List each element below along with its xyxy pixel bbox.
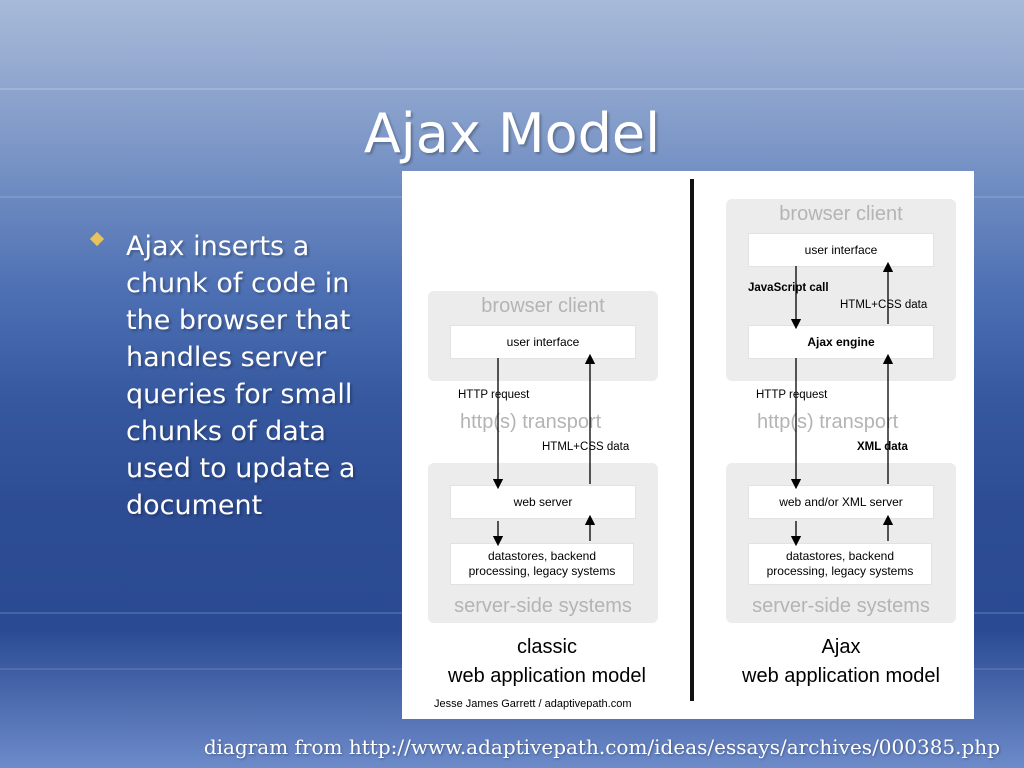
ajax-xml-data-label: XML data — [857, 441, 908, 453]
diagram-arrows — [492, 261, 894, 547]
classic-caption: classic web application model — [422, 633, 672, 691]
bullet-list: Ajax inserts a chunk of code in the brow… — [89, 228, 392, 524]
ajax-web-server-box: web and/or XML server — [748, 485, 934, 519]
ajax-user-interface-box: user interface — [748, 233, 934, 267]
ajax-caption-line2: web application model — [742, 665, 940, 687]
classic-user-interface-box: user interface — [450, 325, 636, 359]
ajax-browser-client-label: browser client — [779, 203, 903, 225]
ajax-caption-line1: Ajax — [821, 636, 861, 658]
classic-server-side-label: server-side systems — [454, 595, 632, 617]
slide-title: Ajax Model — [363, 102, 661, 165]
ajax-transport-label: http(s) transport — [757, 411, 899, 433]
classic-caption-line2: web application model — [448, 665, 646, 687]
ajax-caption: Ajax web application model — [716, 633, 966, 691]
classic-http-request-label: HTTP request — [458, 389, 530, 401]
bullet-item: Ajax inserts a chunk of code in the brow… — [126, 231, 356, 521]
classic-datastores-line2: processing, legacy systems — [468, 564, 616, 578]
slide-footer-source: diagram from http://www.adaptivepath.com… — [203, 735, 1000, 759]
classic-browser-client-label: browser client — [481, 295, 605, 317]
ajax-datastores-box: datastores, backend processing, legacy s… — [748, 543, 932, 585]
ajax-diagram: browser client user interface HTTP reque… — [402, 171, 974, 719]
classic-datastores-box: datastores, backend processing, legacy s… — [450, 543, 634, 585]
ajax-datastores-line2: processing, legacy systems — [766, 564, 914, 578]
ajax-html-css-label: HTML+CSS data — [840, 299, 928, 311]
classic-transport-label: http(s) transport — [460, 411, 602, 433]
classic-caption-line1: classic — [516, 636, 577, 658]
ajax-javascript-call-label: JavaScript call — [748, 282, 829, 294]
ajax-http-request-label: HTTP request — [756, 389, 828, 401]
diamond-bullet-icon — [89, 231, 105, 247]
diagram-credit: Jesse James Garrett / adaptivepath.com — [434, 698, 632, 710]
classic-html-css-label: HTML+CSS data — [542, 441, 630, 453]
classic-datastores-line1: datastores, backend — [487, 549, 597, 563]
ajax-datastores-line1: datastores, backend — [785, 549, 895, 563]
diagram-divider — [690, 179, 694, 701]
classic-web-server-box: web server — [450, 485, 636, 519]
ajax-server-side-label: server-side systems — [752, 595, 930, 617]
ajax-engine-box: Ajax engine — [748, 325, 934, 359]
